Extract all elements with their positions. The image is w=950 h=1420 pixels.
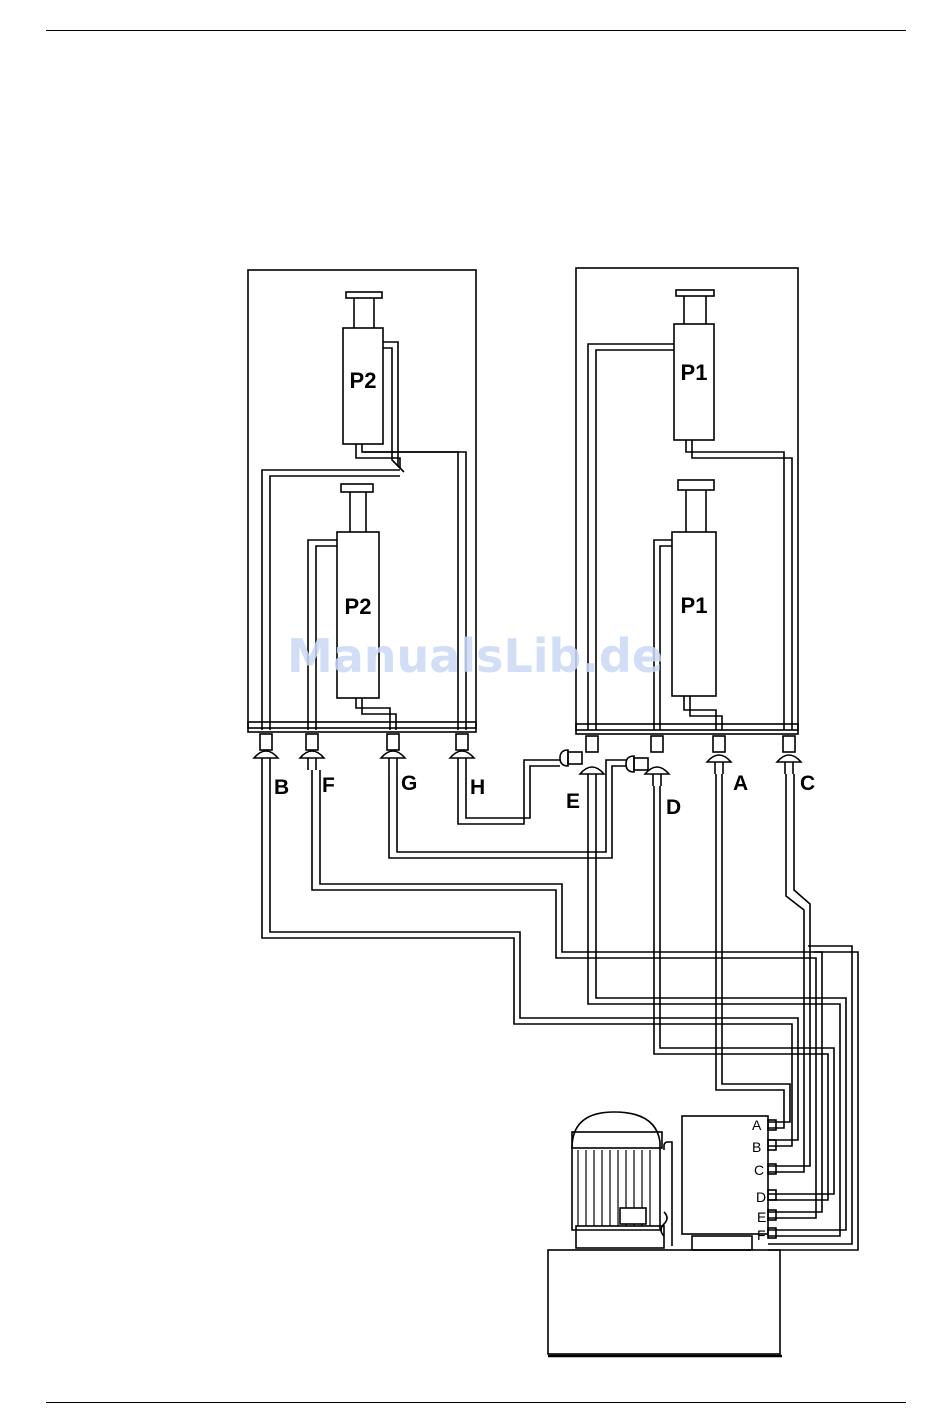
fittings-right — [560, 736, 801, 786]
port-label-d: D — [666, 796, 681, 819]
port-label-f: F — [322, 774, 335, 797]
power-unit — [548, 1112, 782, 1356]
port-label-h: H — [470, 776, 485, 799]
label-p2-bottom: P2 — [345, 594, 372, 619]
block-port-label-e: E — [757, 1209, 766, 1225]
cylinder-right-bottom — [672, 480, 716, 696]
fittings-left — [254, 734, 474, 770]
block-port-label-c: C — [754, 1162, 764, 1178]
block-port-label-f: F — [757, 1227, 766, 1243]
block-port-label-b: B — [752, 1139, 761, 1155]
block-port-label-a: A — [752, 1117, 762, 1133]
watermark: ManualsLib.de — [287, 629, 663, 683]
port-label-a: A — [733, 772, 748, 795]
port-label-c: C — [800, 772, 815, 795]
port-label-e: E — [566, 790, 580, 813]
label-p2-top: P2 — [350, 368, 377, 393]
block-port-label-d: D — [756, 1189, 766, 1205]
port-label-g: G — [401, 772, 417, 795]
port-label-b: B — [274, 776, 289, 799]
label-p1-bottom: P1 — [681, 593, 708, 618]
label-p1-top: P1 — [681, 360, 708, 385]
